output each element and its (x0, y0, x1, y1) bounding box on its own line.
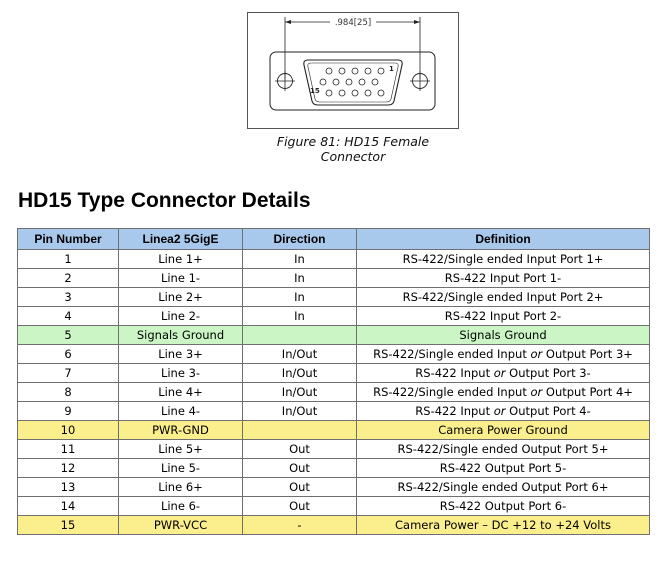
cell-definition: RS-422 Input Port 2- (356, 306, 650, 326)
table-row: 7 Line 3- In/Out RS-422 Input or Output … (17, 363, 650, 383)
cell-definition: RS-422/Single ended Input or Output Port… (356, 344, 650, 364)
connector-figure: .984[25] (247, 12, 459, 129)
cell-signal: PWR-GND (118, 420, 243, 440)
cell-direction: In (242, 249, 357, 269)
cell-definition: RS-422 Output Port 6- (356, 496, 650, 516)
cell-signal: Signals Ground (118, 325, 243, 345)
cell-direction: In/Out (242, 344, 357, 364)
table-row-signals-ground: 5 Signals Ground Signals Ground (17, 325, 650, 345)
cell-direction: In/Out (242, 363, 357, 383)
cell-signal: Line 5- (118, 458, 243, 478)
cell-definition: Camera Power – DC +12 to +24 Volts (356, 515, 650, 535)
cell-definition: Camera Power Ground (356, 420, 650, 440)
cell-definition: RS-422/Single ended Input Port 2+ (356, 287, 650, 307)
table-row: 4 Line 2- In RS-422 Input Port 2- (17, 306, 650, 326)
table-row: 9 Line 4- In/Out RS-422 Input or Output … (17, 401, 650, 421)
cell-pin: 13 (17, 477, 119, 497)
header-signal: Linea2 5GigE (118, 228, 243, 250)
table-row: 6 Line 3+ In/Out RS-422/Single ended Inp… (17, 344, 650, 364)
cell-signal: Line 4+ (118, 382, 243, 402)
cell-signal: Line 2+ (118, 287, 243, 307)
cell-pin: 12 (17, 458, 119, 478)
cell-direction: In (242, 287, 357, 307)
cell-pin: 7 (17, 363, 119, 383)
table-header-row: Pin Number Linea2 5GigE Direction Defini… (17, 228, 650, 250)
cell-direction (242, 420, 357, 440)
cell-direction: In/Out (242, 382, 357, 402)
table-row: 1 Line 1+ In RS-422/Single ended Input P… (17, 249, 650, 269)
table-row: 13 Line 6+ Out RS-422/Single ended Outpu… (17, 477, 650, 497)
cell-definition: RS-422 Input Port 1- (356, 268, 650, 288)
cell-direction: Out (242, 439, 357, 459)
figure-caption: Figure 81: HD15 Female Connector (276, 134, 430, 164)
section-heading: HD15 Type Connector Details (18, 189, 311, 212)
cell-signal: Line 5+ (118, 439, 243, 459)
cell-pin: 3 (17, 287, 119, 307)
cell-pin: 5 (17, 325, 119, 345)
cell-direction (242, 325, 357, 345)
cell-definition: RS-422/Single ended Input or Output Port… (356, 382, 650, 402)
cell-definition: RS-422/Single ended Input Port 1+ (356, 249, 650, 269)
cell-pin: 14 (17, 496, 119, 516)
cell-signal: Line 1+ (118, 249, 243, 269)
cell-pin: 15 (17, 515, 119, 535)
cell-direction: In (242, 268, 357, 288)
header-definition: Definition (356, 228, 650, 250)
cell-signal: Line 6- (118, 496, 243, 516)
dimension-label: .984[25] (335, 18, 371, 28)
cell-direction: Out (242, 496, 357, 516)
cell-pin: 10 (17, 420, 119, 440)
cell-definition: RS-422 Output Port 5- (356, 458, 650, 478)
table-row: 2 Line 1- In RS-422 Input Port 1- (17, 268, 650, 288)
cell-signal: Line 3- (118, 363, 243, 383)
cell-signal: Line 6+ (118, 477, 243, 497)
cell-definition: RS-422 Input or Output Port 3- (356, 363, 650, 383)
header-direction: Direction (242, 228, 357, 250)
cell-definition: RS-422/Single ended Output Port 5+ (356, 439, 650, 459)
cell-signal: PWR-VCC (118, 515, 243, 535)
cell-signal: Line 3+ (118, 344, 243, 364)
connector-pin-table: Pin Number Linea2 5GigE Direction Defini… (17, 228, 650, 535)
table-row-power-vcc: 15 PWR-VCC - Camera Power – DC +12 to +2… (17, 515, 650, 535)
cell-pin: 8 (17, 382, 119, 402)
hd15-connector-drawing: .984[25] (269, 17, 436, 111)
cell-definition: RS-422/Single ended Output Port 6+ (356, 477, 650, 497)
cell-pin: 4 (17, 306, 119, 326)
table-row: 8 Line 4+ In/Out RS-422/Single ended Inp… (17, 382, 650, 402)
table-row-power-ground: 10 PWR-GND Camera Power Ground (17, 420, 650, 440)
cell-pin: 1 (17, 249, 119, 269)
cell-pin: 9 (17, 401, 119, 421)
cell-direction: In (242, 306, 357, 326)
table-row: 12 Line 5- Out RS-422 Output Port 5- (17, 458, 650, 478)
cell-pin: 11 (17, 439, 119, 459)
cell-pin: 2 (17, 268, 119, 288)
mounting-hole-right (410, 71, 430, 91)
cell-direction: Out (242, 458, 357, 478)
table-row: 14 Line 6- Out RS-422 Output Port 6- (17, 496, 650, 516)
cell-signal: Line 4- (118, 401, 243, 421)
cell-definition: RS-422 Input or Output Port 4- (356, 401, 650, 421)
cell-signal: Line 1- (118, 268, 243, 288)
table-row: 11 Line 5+ Out RS-422/Single ended Outpu… (17, 439, 650, 459)
cell-signal: Line 2- (118, 306, 243, 326)
cell-direction: Out (242, 477, 357, 497)
header-pin-number: Pin Number (17, 228, 119, 250)
cell-direction: In/Out (242, 401, 357, 421)
pin-array (319, 67, 385, 97)
cell-definition: Signals Ground (356, 325, 650, 345)
pin-1-label: 1 (389, 65, 394, 73)
mounting-hole-left (275, 71, 295, 91)
cell-pin: 6 (17, 344, 119, 364)
table-row: 3 Line 2+ In RS-422/Single ended Input P… (17, 287, 650, 307)
cell-direction: - (242, 515, 357, 535)
pin-15-label: 15 (310, 87, 320, 95)
